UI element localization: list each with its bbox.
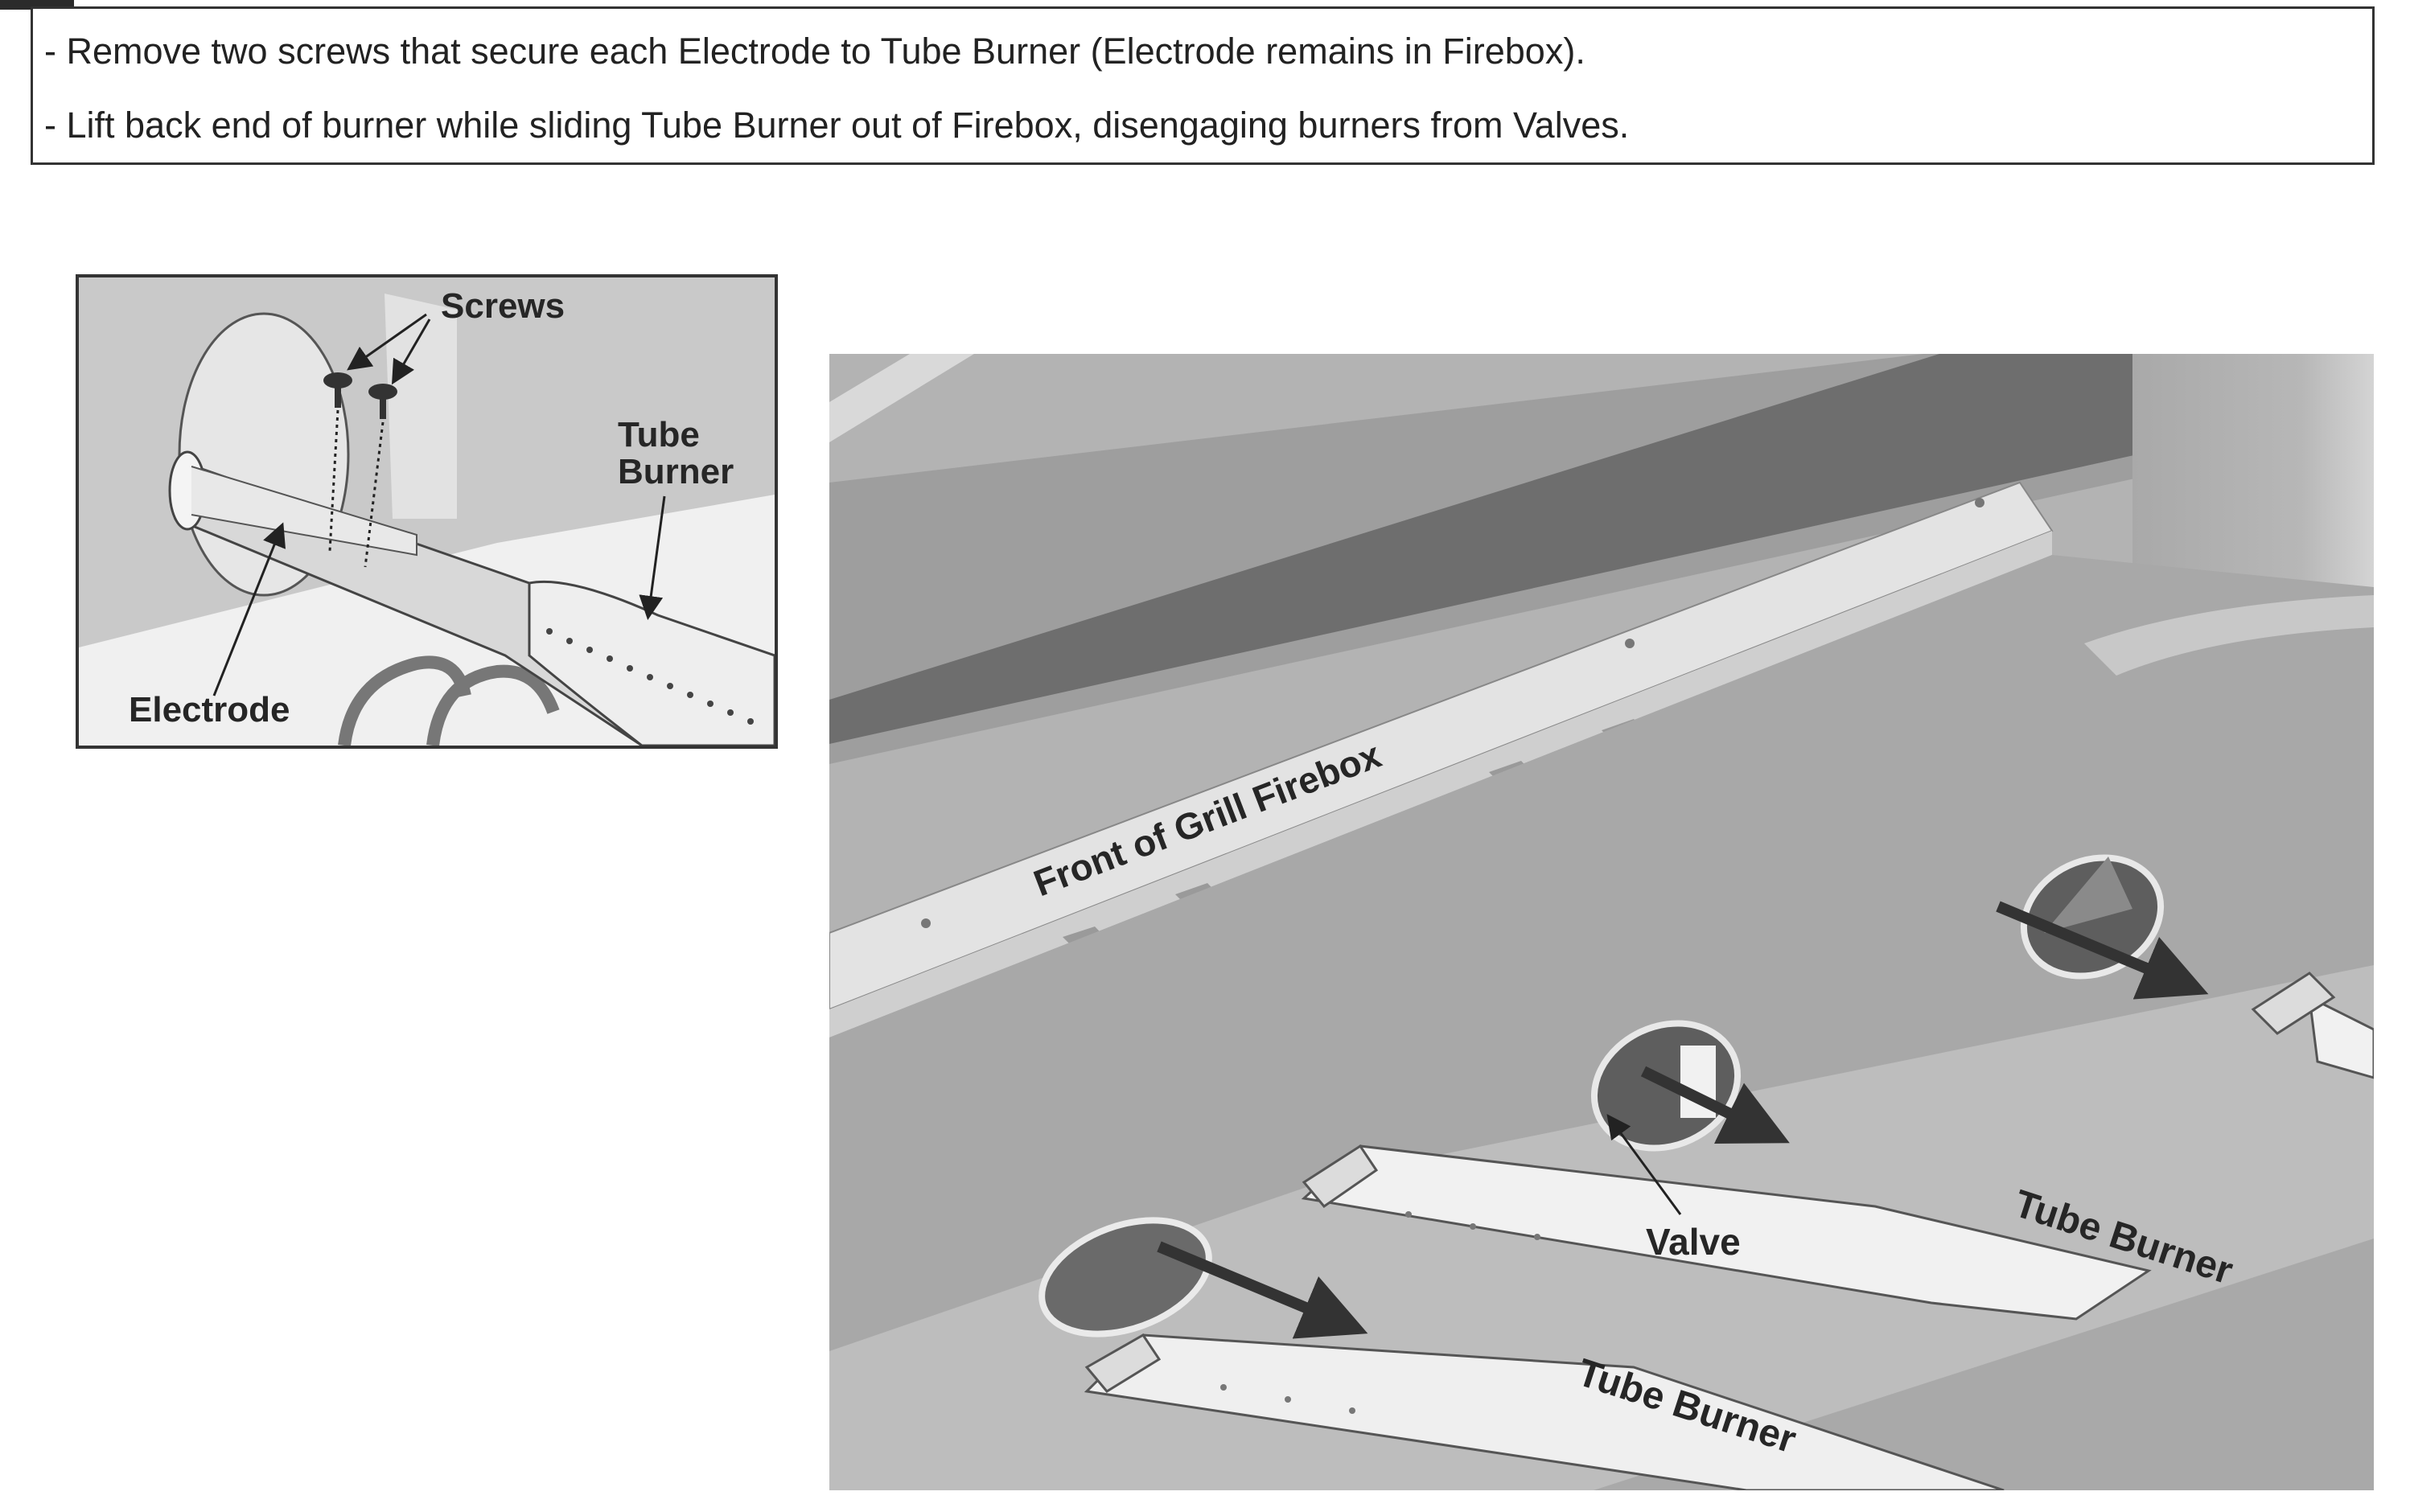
instruction-box: - Remove two screws that secure each Ele… [31,6,2375,165]
ledge-screw-holes [921,498,1984,928]
electrode-label: Electrode [129,690,290,729]
screws-leader-line [347,313,427,371]
removal-arrow [1640,1066,1790,1144]
electrode-leader-line [212,522,286,696]
screw-icon [368,384,397,419]
tube-burner [1301,1144,2152,1321]
wall-corner [2084,595,2374,676]
inset-detail-illustration: Screws Tube Burner Electrode [76,274,778,749]
burner-ports [546,628,754,725]
flame-tamer-shape [426,664,560,746]
tube-burner-label-line1: Tube [618,415,700,454]
inset-drawing: Screws Tube Burner Electrode [79,277,775,746]
front-ledge-lip [829,531,2052,1037]
valve-opening [2020,854,2165,980]
instruction-step-1: - Remove two screws that secure each Ele… [44,31,1585,72]
rim-edge [829,354,974,442]
flame-tamer-shape [338,655,471,746]
screws-leader-line [391,318,431,385]
screw-path-line [364,421,385,568]
screws-label: Screws [441,286,565,326]
removal-arrow [1157,1241,1368,1339]
tube-burner [2251,972,2374,1079]
burner-ports [1220,1211,1540,1414]
screw-icon [323,372,352,408]
firebox-illustration: Front of Grill Firebox Valve Tube Burner… [829,354,2374,1490]
tube-burner-label-line2: Burner [618,452,734,491]
firebox-drawing: Front of Grill Firebox Valve Tube Burner… [829,354,2374,1490]
screw-path-line [328,409,339,552]
tube-burner-leader-line [639,495,666,620]
lid-dark-band [829,354,2374,744]
tube-burner [1084,1333,2005,1490]
valve-label: Valve [1646,1221,1741,1263]
valve-leader-line [1606,1114,1682,1215]
instruction-step-2: - Lift back end of burner while sliding … [44,105,1630,146]
removal-arrow [1996,901,2209,1000]
firebox-wall [385,294,457,519]
electrode-rod [191,466,417,557]
